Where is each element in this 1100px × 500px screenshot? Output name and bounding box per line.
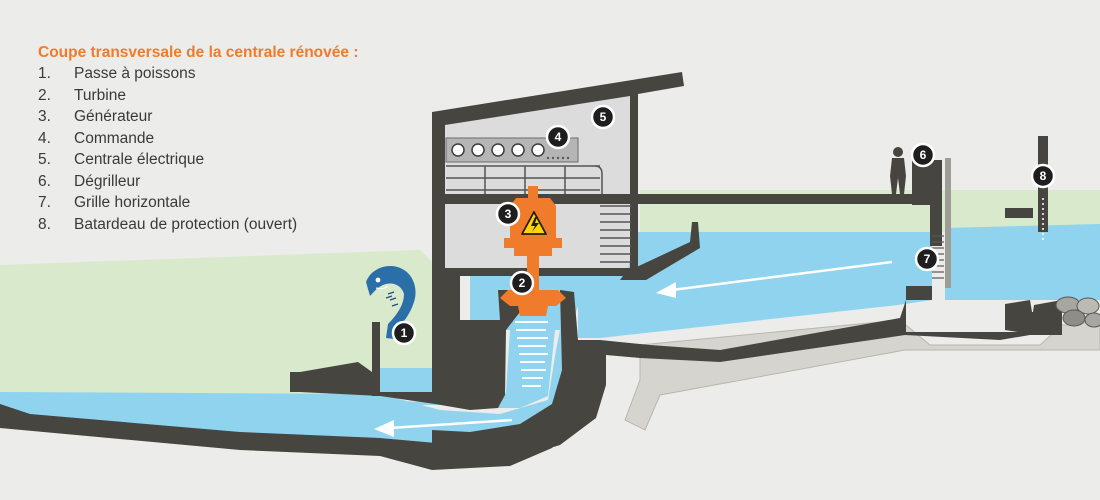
legend-item-label: Passe à poissons (74, 65, 196, 82)
grass-bank-left (0, 250, 432, 395)
legend-item-number: 6. (38, 172, 51, 190)
marker-5: 5 (590, 104, 616, 130)
legend-item-label: Batardeau de protection (ouvert) (74, 215, 298, 233)
headrace-left-wall (620, 222, 700, 280)
flow-arrow-downstream (374, 418, 513, 437)
legend-list: 1. Passe à poissons 2. Turbine 3. Générateu… (38, 63, 398, 235)
person-silhouette-icon (890, 147, 906, 194)
svg-text:2: 2 (519, 276, 526, 290)
legend-title: Coupe transversale de la centrale rénové… (38, 44, 359, 61)
svg-text:3: 3 (505, 207, 512, 221)
tailrace-channel (0, 330, 575, 448)
floor-slab-upper (432, 194, 940, 204)
legend-item-number: 8. (38, 215, 51, 233)
trash-rake-wall (912, 160, 942, 246)
tailrace-floor (0, 398, 584, 470)
legend-item-label: Grille horizontale (74, 194, 191, 211)
marker-2: 2 (509, 270, 535, 296)
flow-arrow-upstream (656, 260, 893, 298)
svg-text:7: 7 (924, 252, 931, 266)
indicator-lights (546, 156, 570, 160)
marker-1: 1 (391, 320, 417, 346)
svg-text:4: 4 (555, 130, 562, 144)
turbine-outflow (515, 321, 548, 387)
legend-item-control: 4. Commande (38, 128, 398, 150)
gate-beam (1005, 208, 1033, 218)
legend-item-label: Générateur (74, 108, 153, 125)
legend-item-number: 1. (38, 65, 51, 82)
legend-item-label: Commande (74, 129, 155, 147)
headrace-water (578, 230, 1100, 338)
legend-item-label: Centrale électrique (74, 151, 205, 168)
lightning-warning-icon (521, 211, 547, 235)
stairs (600, 205, 632, 263)
legend-item-horizontal-screen: 7. Grille horizontale (38, 192, 398, 214)
marker-7: 7 (914, 246, 940, 272)
draft-tube-wall (432, 286, 1062, 468)
legend-item-generator: 3. Générateur (38, 106, 398, 128)
legend-item-fish-pass: 1. Passe à poissons (38, 63, 398, 85)
legend-item-number: 3. (38, 108, 51, 125)
fish-pass-wall (372, 322, 380, 396)
gravel-bed (624, 314, 1100, 431)
marker-8: 8 (1030, 163, 1056, 189)
legend-item-label: Turbine (74, 86, 126, 104)
legend-item-number: 5. (38, 151, 51, 168)
marker-6: 6 (910, 142, 936, 168)
legend-item-power-station: 5. Centrale électrique (38, 149, 398, 171)
legend-item-number: 2. (38, 86, 51, 104)
screen-bar (945, 158, 951, 288)
left-slope (0, 405, 12, 420)
legend-item-label: Dégrilleur (74, 172, 141, 190)
svg-text:1: 1 (401, 326, 408, 340)
gauge-icon (451, 143, 545, 157)
turbine-runner (500, 290, 566, 316)
marker-4: 4 (545, 124, 571, 150)
legend-item-turbine: 2. Turbine (38, 85, 398, 107)
legend-item-number: 7. (38, 194, 51, 211)
legend: Coupe transversale de la centrale rénové… (38, 42, 398, 235)
power-house-interior (445, 92, 630, 270)
headrace-water-right (945, 224, 1100, 300)
svg-text:8: 8 (1040, 169, 1047, 183)
railing (446, 165, 603, 194)
shaft-top (528, 186, 538, 198)
legend-item-trash-rake: 6. Dégrilleur (38, 171, 398, 193)
svg-text:5: 5 (600, 110, 607, 124)
fish-pass-water (378, 368, 432, 394)
river-stones (1055, 296, 1100, 328)
marker-3: 3 (495, 201, 521, 227)
weir (1005, 300, 1058, 334)
sill-left (290, 372, 300, 392)
svg-text:6: 6 (920, 148, 927, 162)
roof (432, 72, 684, 280)
legend-item-cofferdam: 8. Batardeau de protection (ouvert) (38, 214, 398, 236)
dam-block (300, 276, 520, 410)
legend-item-number: 4. (38, 129, 51, 147)
